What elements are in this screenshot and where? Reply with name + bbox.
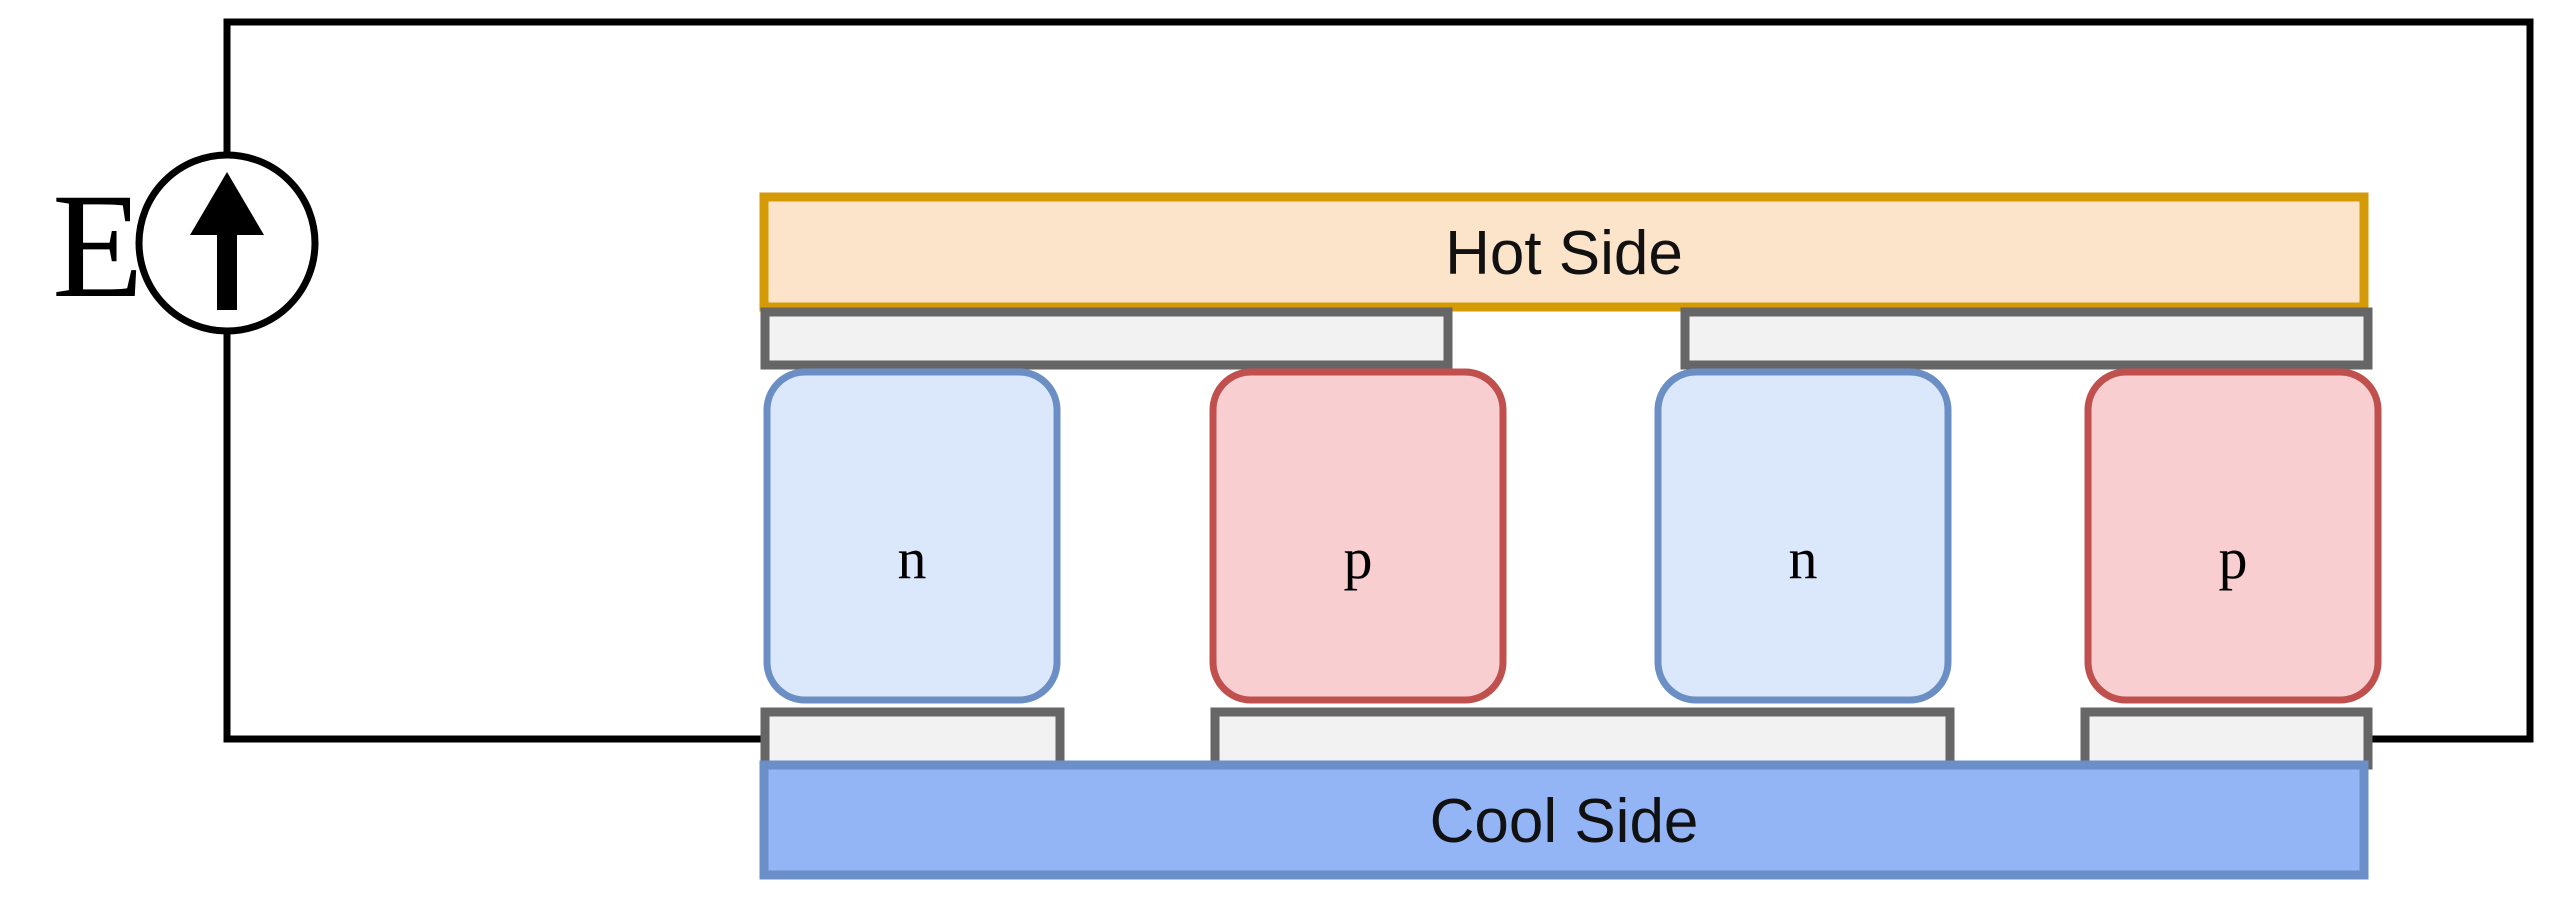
top-conductor-strip [1680,307,2373,370]
top-conductor-strip [760,307,1453,370]
leg-label: p [1344,526,1373,591]
leg-n-2: n [1654,368,1952,704]
leg-p-2: p [2084,368,2382,704]
leg-label: n [898,526,927,591]
source-label: E [52,163,144,329]
leg-label: p [2219,526,2248,591]
leg-body [2084,368,2382,704]
wire-lower-loop [223,326,764,743]
leg-p-1: p [1209,368,1507,704]
cool-side-panel [759,760,2369,880]
current-source-arrow-up-icon [190,172,264,310]
leg-body [763,368,1061,704]
hot-side-panel [759,192,2369,312]
wire-upper-loop [223,18,2534,743]
leg-body [1654,368,1952,704]
leg-body [1209,368,1507,704]
leg-n-1: n [763,368,1061,704]
bottom-conductor-strip [1210,707,1955,770]
leg-label: n [1789,526,1818,591]
bottom-conductor-strip [760,707,1065,770]
bottom-conductor-strip [2080,707,2373,770]
hot-side-label: Hot Side [1445,219,1683,288]
cool-side-label: Cool Side [1430,787,1699,856]
